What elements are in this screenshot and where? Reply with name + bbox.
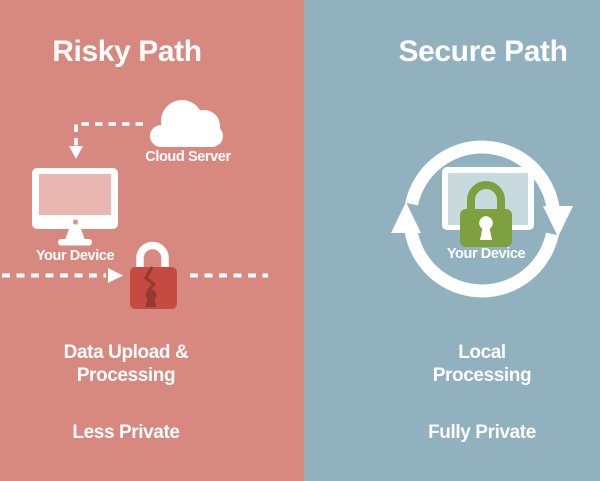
secure-process-line2: Processing [432,365,532,386]
monitor-icon [32,168,118,246]
secure-panel: Secure Path Your Device Local Proce [304,0,600,481]
cloud-server-label: Cloud Server [145,149,231,165]
secure-title: Secure Path [398,35,568,68]
secure-monitor-lock-icon [442,167,534,247]
risky-process-text: Data Upload & Processing [6,341,246,387]
secure-device-label: Your Device [446,246,526,262]
secure-privacy-label: Fully Private [428,422,536,443]
data-flow-dashed-line [2,268,268,283]
risky-process-line2: Processing [76,365,176,386]
risky-device-label: Your Device [35,248,115,264]
broken-lock-icon [130,241,177,309]
upload-dashed-arrow-icon [69,122,143,159]
risky-panel: Risky Path Cloud Server [0,0,304,481]
risky-privacy-label: Less Private [72,422,180,443]
secure-process-text: Local Processing [362,341,600,387]
risky-process-line1: Data Upload & [63,342,189,363]
sync-arrows-icon [391,140,573,298]
cloud-icon [150,100,223,147]
secure-process-line1: Local [458,342,506,363]
risky-title: Risky Path [52,35,202,68]
